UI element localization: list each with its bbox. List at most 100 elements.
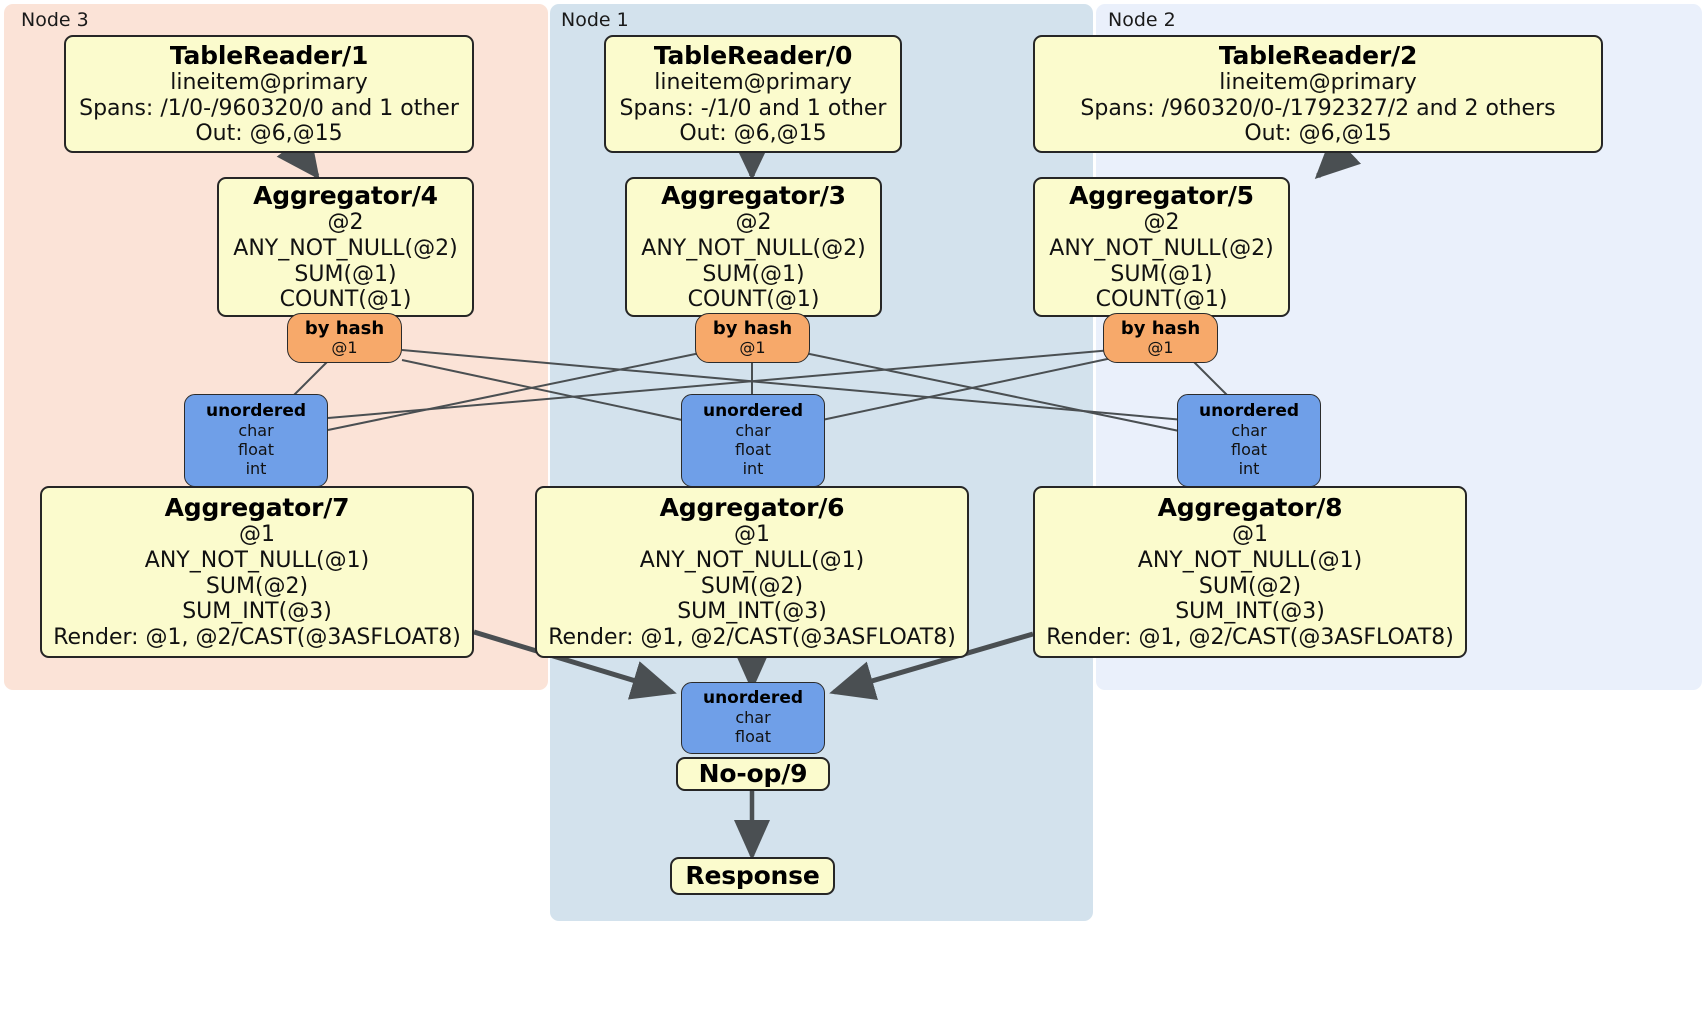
- processor-line: SUM_INT(@3): [1175, 599, 1325, 625]
- processor-line: @2: [735, 210, 772, 236]
- processor-line: @2: [1143, 210, 1180, 236]
- panel-label-node-3: Node 3: [21, 9, 89, 31]
- processor-aggregator-4[interactable]: Aggregator/4 @2 ANY_NOT_NULL(@2) SUM(@1)…: [217, 177, 474, 317]
- processor-render-line: Render: @1, @2/CAST(@3ASFLOAT8): [1046, 625, 1454, 651]
- edge-tr2-agg5: [1314, 133, 1362, 180]
- synchronizer-type: float: [238, 440, 274, 460]
- synchronizer-title: unordered: [205, 401, 307, 422]
- synchronizer-type: char: [735, 421, 771, 441]
- synchronizer-title: unordered: [702, 688, 804, 709]
- edge-hashC-unordR: [799, 351, 1185, 433]
- edge-hashR-unordR: [1191, 359, 1233, 401]
- synchronizer-type: char: [238, 421, 274, 441]
- processor-line: @1: [734, 522, 770, 548]
- synchronizer-unordered-right[interactable]: unordered char float int: [1177, 394, 1321, 487]
- processor-line: Out: @6,@15: [679, 121, 827, 147]
- processor-line: ANY_NOT_NULL(@2): [641, 235, 866, 261]
- processor-line: SUM(@2): [205, 573, 309, 599]
- edge-hashC-unordL: [327, 351, 706, 431]
- processor-line: @1: [1232, 522, 1268, 548]
- processor-line: lineitem@primary: [170, 70, 368, 96]
- processor-line: SUM_INT(@3): [182, 599, 332, 625]
- processor-title: Aggregator/8: [1157, 493, 1343, 523]
- processor-aggregator-3[interactable]: Aggregator/3 @2 ANY_NOT_NULL(@2) SUM(@1)…: [625, 177, 882, 317]
- processor-line: SUM(@2): [700, 573, 804, 599]
- synchronizer-type: float: [735, 726, 771, 746]
- processor-line: Out: @6,@15: [1244, 121, 1392, 147]
- router-column: @1: [1147, 338, 1174, 358]
- processor-line: Spans: -/1/0 and 1 other: [619, 95, 887, 121]
- synchronizer-unordered-final[interactable]: unordered char float: [681, 682, 825, 754]
- processor-line: lineitem@primary: [1219, 70, 1417, 96]
- processor-line: ANY_NOT_NULL(@1): [144, 548, 370, 574]
- processor-title: TableReader/0: [653, 40, 853, 70]
- processor-line: SUM(@1): [294, 261, 397, 287]
- processor-line: ANY_NOT_NULL(@2): [1049, 235, 1274, 261]
- processor-title: Aggregator/3: [661, 180, 846, 210]
- processor-line: Out: @6,@15: [195, 121, 343, 147]
- processor-title: No-op/9: [698, 759, 808, 789]
- synchronizer-unordered-center[interactable]: unordered char float int: [681, 394, 825, 487]
- synchronizer-title: unordered: [1198, 401, 1300, 422]
- processor-line: ANY_NOT_NULL(@1): [639, 548, 865, 574]
- synchronizer-type: char: [1231, 421, 1267, 441]
- processor-line: SUM(@2): [1198, 573, 1302, 599]
- processor-title: Aggregator/7: [164, 493, 350, 523]
- processor-aggregator-8[interactable]: Aggregator/8 @1 ANY_NOT_NULL(@1) SUM(@2)…: [1033, 486, 1467, 658]
- edge-agg7-final: [473, 629, 677, 700]
- router-title: by hash: [712, 318, 793, 340]
- processor-line: @2: [327, 210, 364, 236]
- processor-line: lineitem@primary: [654, 70, 852, 96]
- edge-tr1-agg4: [276, 131, 320, 180]
- processor-line: COUNT(@1): [1095, 287, 1228, 313]
- processor-noop-9[interactable]: No-op/9: [676, 757, 830, 791]
- edge-hashL-unordL: [288, 359, 330, 401]
- router-column: @1: [331, 338, 358, 358]
- processor-line: SUM(@1): [702, 261, 805, 287]
- processor-line: ANY_NOT_NULL(@2): [233, 235, 458, 261]
- processor-title: Response: [685, 861, 820, 891]
- synchronizer-unordered-left[interactable]: unordered char float int: [184, 394, 328, 487]
- processor-response[interactable]: Response: [670, 857, 835, 895]
- edge-hashR-unordC: [821, 357, 1113, 421]
- synchronizer-title: unordered: [702, 401, 804, 422]
- edge-agg8-final: [829, 631, 1034, 701]
- processor-tablereader-0[interactable]: TableReader/0 lineitem@primary Spans: -/…: [604, 35, 902, 153]
- processor-render-line: Render: @1, @2/CAST(@3ASFLOAT8): [53, 625, 461, 651]
- router-column: @1: [739, 338, 766, 358]
- router-by-hash-left[interactable]: by hash @1: [287, 313, 402, 363]
- edge-hashL-unordC: [401, 359, 683, 421]
- processor-line: SUM_INT(@3): [677, 599, 827, 625]
- edge-hashR-unordL: [327, 349, 1113, 419]
- panel-label-node-1: Node 1: [561, 9, 629, 31]
- processor-line: COUNT(@1): [279, 287, 412, 313]
- processor-tablereader-2[interactable]: TableReader/2 lineitem@primary Spans: /9…: [1033, 35, 1603, 153]
- processor-line: SUM(@1): [1110, 261, 1213, 287]
- panel-label-node-2: Node 2: [1108, 9, 1176, 31]
- synchronizer-type: int: [742, 458, 764, 478]
- router-by-hash-right[interactable]: by hash @1: [1103, 313, 1218, 363]
- router-title: by hash: [304, 318, 385, 340]
- processor-line: Spans: /1/0-/960320/0 and 1 other: [79, 95, 459, 121]
- processor-title: TableReader/2: [1218, 40, 1418, 70]
- processor-aggregator-7[interactable]: Aggregator/7 @1 ANY_NOT_NULL(@1) SUM(@2)…: [40, 486, 474, 658]
- processor-line: @1: [239, 522, 275, 548]
- router-title: by hash: [1120, 318, 1201, 340]
- processor-aggregator-6[interactable]: Aggregator/6 @1 ANY_NOT_NULL(@1) SUM(@2)…: [535, 486, 969, 658]
- synchronizer-type: int: [245, 458, 267, 478]
- processor-title: Aggregator/5: [1069, 180, 1254, 210]
- processor-title: TableReader/1: [169, 40, 369, 70]
- processor-tablereader-1[interactable]: TableReader/1 lineitem@primary Spans: /1…: [64, 35, 474, 153]
- processor-line: COUNT(@1): [687, 287, 820, 313]
- synchronizer-type: float: [1231, 440, 1267, 460]
- edge-hashL-unordR: [401, 349, 1185, 421]
- processor-aggregator-5[interactable]: Aggregator/5 @2 ANY_NOT_NULL(@2) SUM(@1)…: [1033, 177, 1290, 317]
- synchronizer-type: float: [735, 440, 771, 460]
- processor-line: ANY_NOT_NULL(@1): [1137, 548, 1363, 574]
- router-by-hash-center[interactable]: by hash @1: [695, 313, 810, 363]
- processor-title: Aggregator/4: [253, 180, 438, 210]
- synchronizer-type: int: [1238, 458, 1260, 478]
- processor-render-line: Render: @1, @2/CAST(@3ASFLOAT8): [548, 625, 956, 651]
